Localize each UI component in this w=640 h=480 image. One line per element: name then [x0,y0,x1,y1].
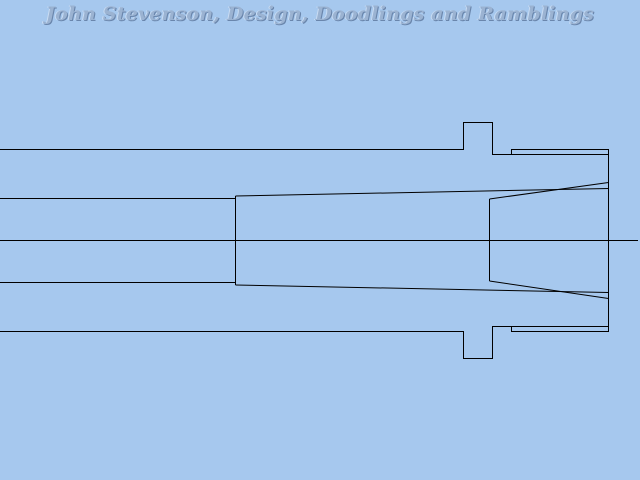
collet-cone-bottom [489,280,609,299]
collet-taper-bottom [235,284,609,293]
collet-cone-top [489,182,609,200]
site-banner-title: John Stevenson, Design, Doodlings and Ra… [45,3,595,25]
nut-outline [511,149,609,332]
body-outline-bottom [0,326,513,359]
body-outline-top [0,122,513,155]
collet-taper-top [235,188,609,197]
